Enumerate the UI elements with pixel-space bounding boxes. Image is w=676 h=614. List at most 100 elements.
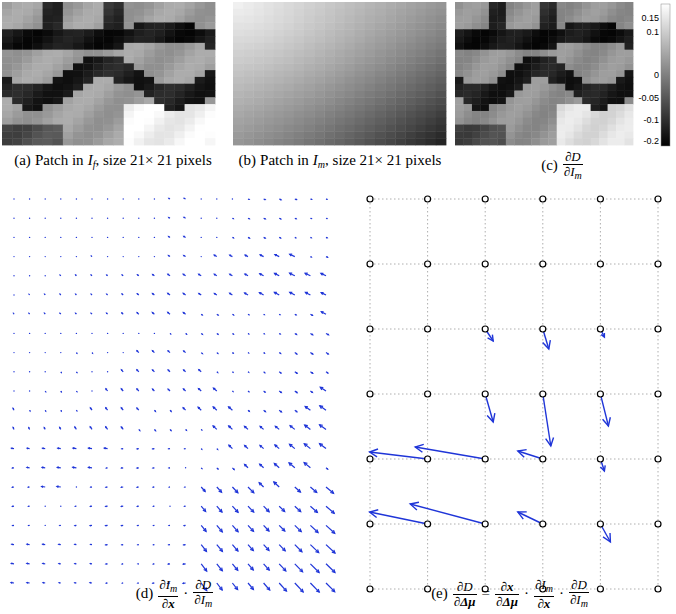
arrow-head (152, 293, 153, 295)
vector-arrow (245, 445, 248, 448)
arrow-head (121, 525, 123, 527)
patch-pixel (114, 84, 125, 91)
patch-pixel (233, 63, 244, 70)
patch-pixel (205, 138, 216, 145)
patch-pixel (506, 43, 515, 50)
patch-pixel (334, 91, 345, 98)
arrow-head (198, 407, 200, 409)
patch-pixel (426, 16, 437, 23)
patch-pixel (455, 131, 464, 138)
patch-pixel (591, 97, 600, 104)
patch-pixel (416, 111, 427, 118)
vector-dot (154, 218, 155, 219)
arrow-head (320, 387, 323, 390)
vector-arrow (321, 312, 326, 315)
patch-pixel (455, 125, 464, 132)
patch-pixel (565, 70, 574, 77)
patch-pixel (83, 77, 94, 84)
vector-arrow (45, 410, 47, 412)
patch-pixel (582, 70, 591, 77)
vector-arrow (259, 483, 263, 487)
patch-pixel (405, 104, 416, 111)
patch-pixel (53, 97, 64, 104)
patch-pixel (174, 131, 185, 138)
patch-pixel (472, 70, 481, 77)
patch-pixel (63, 70, 74, 77)
patch-pixel (557, 36, 566, 43)
patch-pixel (73, 29, 84, 36)
patch-pixel (144, 29, 155, 36)
arrow-head (168, 236, 170, 238)
vector-arrow (201, 448, 203, 450)
patch-pixel (12, 138, 23, 145)
patch-pixel (548, 29, 557, 36)
patch-pixel (294, 22, 305, 29)
patch-pixel (93, 77, 104, 84)
patch-pixel (608, 2, 617, 9)
vector-arrow (295, 218, 296, 220)
arrow-head (326, 218, 328, 220)
patch-pixel (480, 84, 489, 91)
patch-pixel (185, 56, 196, 63)
patch-pixel (294, 2, 305, 9)
patch-pixel (355, 50, 366, 57)
patch-pixel (365, 104, 376, 111)
patch-pixel (324, 104, 335, 111)
vector-arrow (310, 218, 312, 220)
patch-pixel (591, 22, 600, 29)
patch-pixel (174, 97, 185, 104)
vector-dot (123, 218, 124, 219)
vector-arrow (295, 198, 297, 200)
patch-pixel (185, 125, 196, 132)
vector-arrow (245, 274, 248, 276)
patch-pixel (83, 29, 94, 36)
arrow-head (326, 198, 328, 200)
vector-arrow (168, 351, 170, 353)
patch-pixel (274, 16, 285, 23)
vector-arrow (201, 429, 203, 431)
patch-pixel (114, 50, 125, 57)
patch-pixel (263, 70, 274, 77)
patch-pixel (625, 125, 634, 132)
patch-pixel (12, 77, 23, 84)
vector-arrow (264, 410, 266, 412)
vector-arrow (229, 426, 233, 429)
patch-pixel (154, 118, 165, 125)
vector-arrow (153, 506, 155, 507)
patch-pixel (2, 118, 13, 125)
vector-arrow (245, 255, 248, 256)
patch-pixel (365, 22, 376, 29)
patch-pixel (436, 63, 447, 70)
patch-pixel (385, 50, 396, 57)
arrow-head (296, 411, 297, 412)
vector-dot (60, 237, 61, 238)
arrow-head (183, 408, 184, 409)
vector-dot (216, 218, 217, 219)
arrow-head (230, 293, 231, 294)
arrow-head (137, 505, 139, 507)
vector-arrow (310, 237, 312, 239)
patch-pixel (523, 84, 532, 91)
vector-arrow (153, 448, 155, 449)
vector-arrow (121, 506, 123, 507)
arrow-head (331, 510, 334, 513)
patch-pixel (263, 16, 274, 23)
patch-pixel (345, 138, 356, 145)
vector-dot (123, 333, 124, 334)
patch-pixel (480, 104, 489, 111)
patch-pixel (233, 138, 244, 145)
patch-pixel (134, 2, 145, 9)
arrow-head (57, 467, 58, 468)
vector-arrow (57, 467, 60, 469)
vector-dot (123, 256, 124, 257)
patch-pixel (565, 118, 574, 125)
patch-pixel (233, 56, 244, 63)
patch-pixel (124, 63, 135, 70)
patch-pixel (582, 84, 591, 91)
patch-pixel (304, 50, 315, 57)
arrow-head (264, 391, 266, 393)
patch-pixel (608, 91, 617, 98)
vector-arrow (12, 486, 14, 487)
patch-pixel (531, 56, 540, 63)
patch-pixel (506, 2, 515, 9)
